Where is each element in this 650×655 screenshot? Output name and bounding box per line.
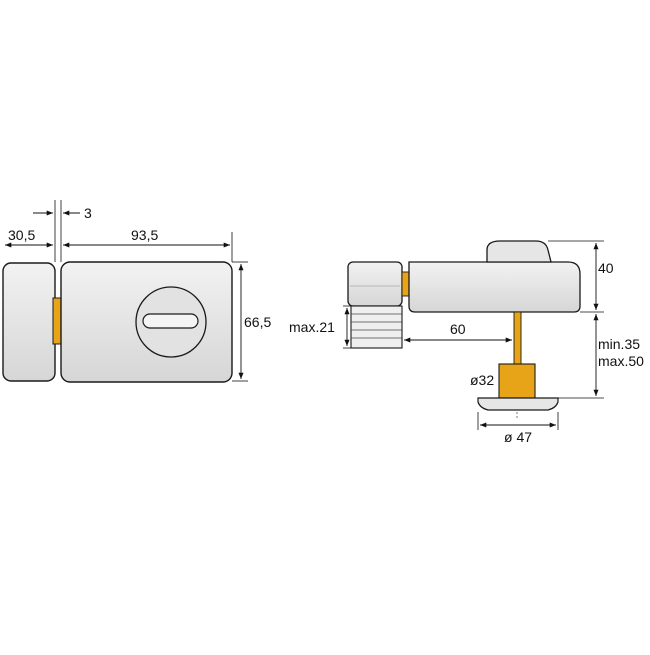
dim-height-label: 66,5 (244, 314, 271, 330)
side-view: 40 min.35 max.50 max.21 60 ø32 ø 47 (289, 240, 644, 445)
dim-width-left-label: 30,5 (8, 227, 35, 243)
strike-ribbed-block (350, 305, 403, 349)
bolt-brass-side (401, 271, 410, 297)
front-view: 30,5 3 93,5 66,5 (2, 200, 271, 383)
bolt-brass (52, 297, 62, 345)
dim-cylinder-dia-label: ø32 (470, 372, 494, 388)
cylinder (498, 363, 536, 399)
dim-strike-depth-label: max.21 (289, 319, 335, 335)
lock-body-side (408, 261, 581, 313)
dim-gap-label: 3 (84, 205, 92, 221)
connecting-bar (513, 311, 522, 365)
dim-rosette-dia-label: ø 47 (504, 429, 532, 445)
dim-width-main-label: 93,5 (131, 227, 158, 243)
strike-side (347, 261, 403, 307)
knob (486, 240, 552, 263)
dim-door-min-label: min.35 (598, 336, 640, 352)
dim-knob-height-label: 40 (598, 260, 614, 276)
strike-plate (2, 262, 56, 382)
outer-rosette (477, 397, 559, 411)
dim-door-max-label: max.50 (598, 353, 644, 369)
dim-offset-label: 60 (450, 321, 466, 337)
keyhole-slot (142, 313, 199, 329)
